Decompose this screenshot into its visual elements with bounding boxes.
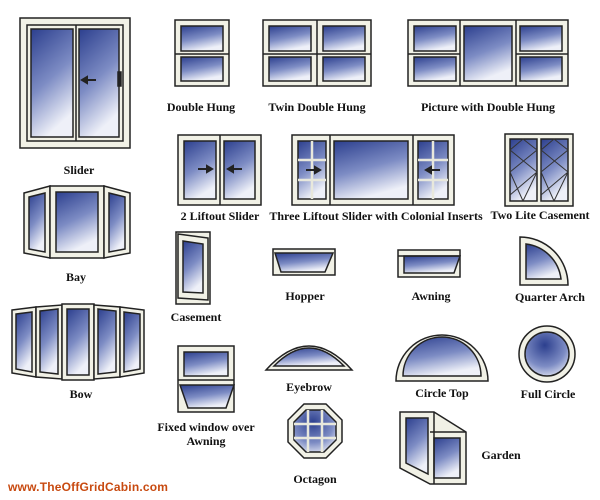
fixed-over-awning-label: Fixed window over Awning [157, 420, 255, 448]
octagon-label: Octagon [293, 472, 337, 486]
bay-window [23, 185, 131, 259]
two-lite-casement-label: Two Lite Casement [490, 208, 590, 222]
awning-label: Awning [411, 289, 451, 303]
two-liftout-slider-label: 2 Liftout Slider [180, 209, 260, 223]
garden-window [399, 411, 467, 485]
octagon-window [287, 403, 343, 459]
slider-window [19, 17, 131, 149]
three-liftout-slider-colonial-window [291, 134, 455, 206]
two-lite-casement-window [504, 133, 574, 207]
picture-with-double-hung-window [407, 19, 569, 87]
eyebrow-window [264, 345, 354, 371]
fixed-over-awning-window [177, 345, 236, 413]
full-circle-window [518, 325, 576, 383]
hopper-window [272, 248, 336, 276]
bow-label: Bow [69, 387, 93, 401]
bay-label: Bay [65, 270, 86, 284]
two-liftout-slider-window [177, 134, 262, 206]
slider-label: Slider [63, 163, 95, 177]
twin-double-hung-window [262, 19, 372, 87]
site-watermark: www.TheOffGridCabin.com [8, 480, 169, 494]
full-circle-label: Full Circle [520, 387, 576, 401]
casement-label: Casement [170, 310, 222, 324]
hopper-label: Hopper [285, 289, 325, 303]
eyebrow-label: Eyebrow [286, 380, 332, 394]
casement-window [175, 231, 211, 305]
awning-window [397, 249, 462, 278]
double-hung-window [174, 19, 230, 87]
bow-window [11, 303, 145, 381]
garden-label: Garden [481, 448, 521, 462]
picture-double-hung-label: Picture with Double Hung [420, 100, 556, 114]
circle-top-label: Circle Top [415, 386, 469, 400]
double-hung-label: Double Hung [166, 100, 236, 114]
quarter-arch-label: Quarter Arch [515, 290, 585, 304]
quarter-arch-window [519, 236, 569, 286]
three-liftout-slider-label: Three Liftout Slider with Colonial Inser… [269, 209, 483, 223]
twin-double-hung-label: Twin Double Hung [268, 100, 366, 114]
circle-top-window [395, 334, 489, 382]
